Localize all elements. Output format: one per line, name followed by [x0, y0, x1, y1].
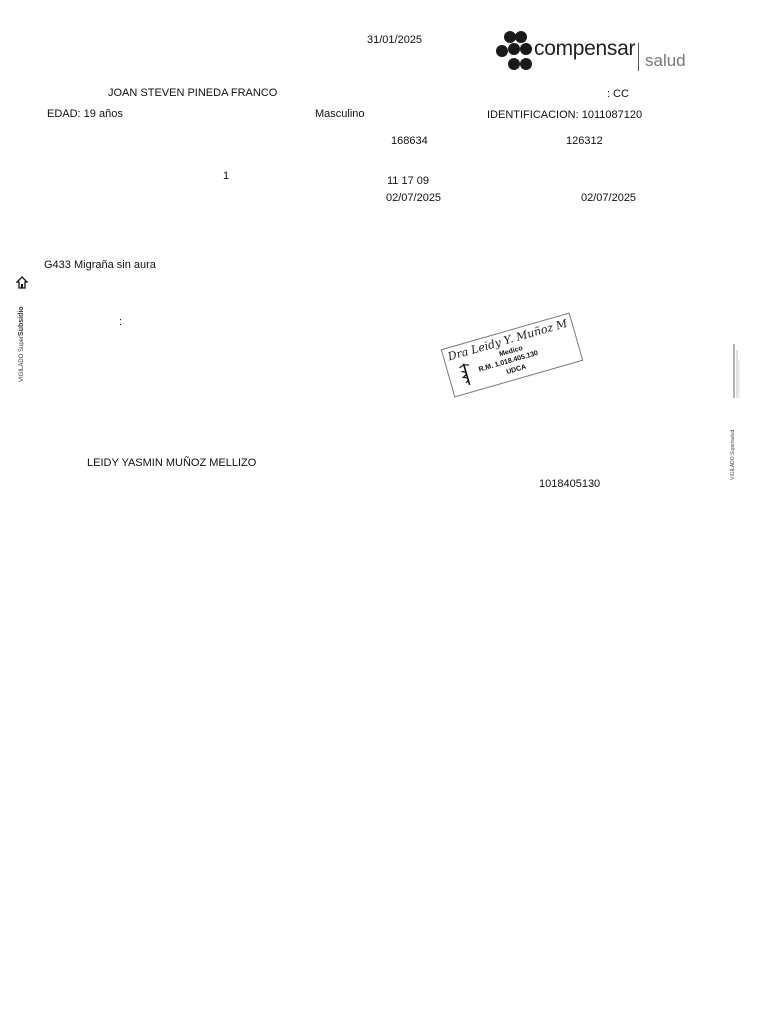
document-date: 31/01/2025	[367, 34, 423, 46]
order-date-start: 02/07/2025	[386, 192, 442, 204]
doctor-name: LEIDY YASMIN MUÑOZ MELLIZO	[87, 457, 257, 469]
stamp-signature: Dra Leidy Y. Muñoz M	[446, 316, 569, 364]
supersubsidio-mark: VIGILADO SuperSubsidio	[14, 276, 32, 386]
patient-identification: IDENTIFICACION: 1011087120	[487, 109, 643, 121]
diagnosis-text: G433 Migraña sin aura	[44, 259, 156, 271]
order-date-end: 02/07/2025	[581, 192, 637, 204]
order-quantity: 1	[223, 170, 230, 182]
code-2: 126312	[566, 135, 603, 147]
supersalud-logo-icon	[733, 344, 740, 398]
stamp-university: UDCA	[505, 363, 528, 377]
logo-sub-text: salud	[645, 51, 686, 70]
patient-id-type: : CC	[607, 88, 629, 100]
supersubsidio-house-icon	[16, 276, 28, 289]
compensar-dots-logo-icon	[494, 30, 534, 74]
notes-colon: :	[119, 316, 123, 328]
logo-brand-text: compensar	[534, 37, 636, 60]
compensar-logo: compensar salud	[494, 30, 694, 76]
order-cups-code: 11 17 09	[387, 175, 430, 187]
patient-age: EDAD: 19 años	[47, 108, 123, 120]
code-1: 168634	[391, 135, 428, 147]
supersalud-text: VIGILADO Supersalud	[730, 429, 736, 480]
patient-sex: Masculino	[315, 108, 365, 120]
supersalud-mark: VIGILADO Supersalud	[724, 340, 746, 485]
doctor-document: 1018405130	[539, 478, 601, 490]
patient-name: JOAN STEVEN PINEDA FRANCO	[108, 87, 278, 99]
supersubsidio-text: VIGILADO SuperSubsidio	[18, 306, 25, 382]
caduceus-icon	[459, 363, 471, 386]
doctor-stamp: Dra Leidy Y. Muñoz M Medico R.M. 1.018.4…	[440, 312, 584, 398]
logo-separator	[638, 43, 639, 71]
